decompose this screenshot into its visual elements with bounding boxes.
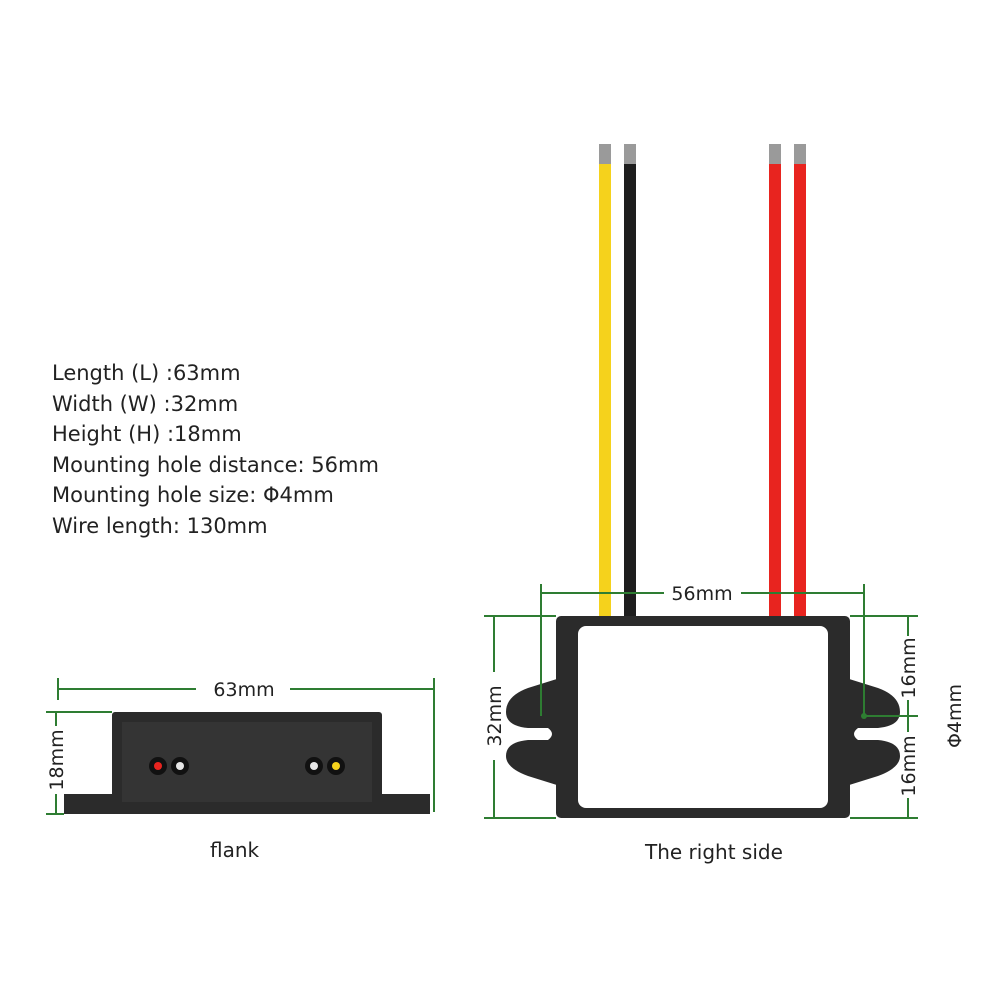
- width-label: 32mm: [484, 685, 506, 746]
- wire-red-2: [794, 144, 806, 618]
- wire-red-1: [769, 144, 781, 618]
- wire-yellow: [599, 144, 611, 618]
- flank-length-dimension: [57, 678, 435, 812]
- specifications-list: Length (L) :63mm Width (W) :32mm Height …: [52, 358, 379, 542]
- half-top-label: 16mm: [898, 637, 920, 698]
- spec-hole-distance: Mounting hole distance: 56mm: [52, 452, 379, 477]
- flank-height-dimension: [46, 711, 112, 815]
- flank-height-label: 18mm: [46, 729, 68, 790]
- width-dimension: [484, 615, 556, 819]
- flank-caption: flank: [210, 838, 260, 862]
- flank-wire-end-red: [149, 757, 167, 775]
- mounting-hole-marker: [861, 713, 867, 719]
- flank-view: 63mm 18mm: [46, 678, 435, 815]
- right-side-caption: The right side: [645, 840, 783, 864]
- wire-black: [624, 144, 636, 618]
- right-mounting-ear: [846, 678, 900, 786]
- hole-size-label: Φ4mm: [944, 684, 966, 748]
- spec-width: Width (W) :32mm: [52, 391, 239, 416]
- hole-distance-dimension: [540, 584, 865, 716]
- half-width-dimension: [850, 615, 918, 819]
- label-panel: [578, 626, 828, 808]
- flank-length-label: 63mm: [213, 679, 274, 701]
- spec-wire-length: Wire length: 130mm: [52, 513, 268, 538]
- flank-wire-end-white: [305, 757, 323, 775]
- flank-wire-end-black: [171, 757, 189, 775]
- flank-wire-end-yellow: [327, 757, 345, 775]
- spec-hole-size: Mounting hole size: Φ4mm: [52, 483, 334, 508]
- spec-length: Length (L) :63mm: [52, 361, 241, 385]
- right-side-view: 56mm 32mm 16mm 16mm Φ4mm: [484, 144, 966, 819]
- left-mounting-ear: [506, 678, 560, 786]
- spec-height: Height (H) :18mm: [52, 422, 242, 447]
- half-bottom-label: 16mm: [898, 735, 920, 796]
- hole-distance-label: 56mm: [671, 583, 732, 605]
